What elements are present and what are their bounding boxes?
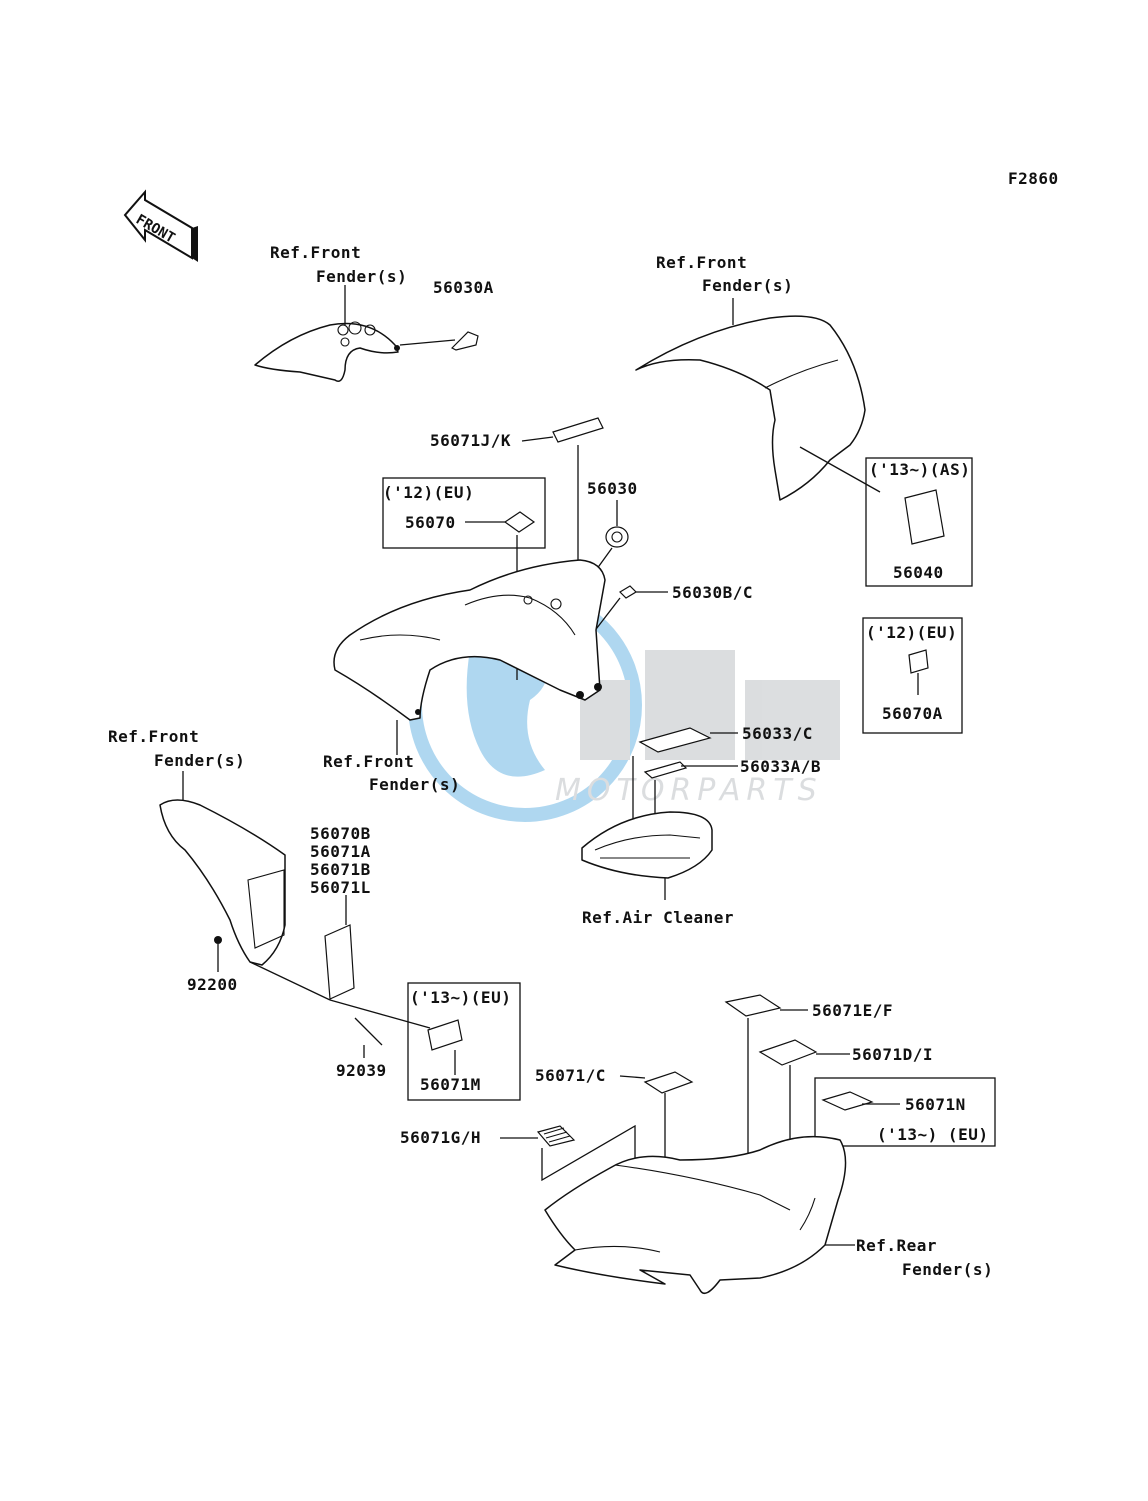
decal-56030BC xyxy=(619,585,637,599)
label-ref-front-fender-3b: Fender(s) xyxy=(369,775,460,794)
label-92039: 92039 xyxy=(336,1061,387,1080)
label-56030BC: 56030B/C xyxy=(672,583,753,602)
label-box-12eu-b: ('12)(EU) xyxy=(866,623,957,642)
label-56071JK: 56071J/K xyxy=(430,431,511,450)
label-box-12eu-a: ('12)(EU) xyxy=(383,483,474,502)
label-56033AB: 56033A/B xyxy=(740,757,821,776)
label-ref-front-fender-2b: Fender(s) xyxy=(702,276,793,295)
watermark-text: MOTORPARTS xyxy=(555,773,823,808)
box-13eu-56071M xyxy=(407,982,521,1101)
label-56071N: 56071N xyxy=(905,1095,966,1114)
label-56071DI: 56071D/I xyxy=(852,1045,933,1064)
fastener-92039 xyxy=(354,1017,383,1046)
label-ref-front-fender-2a: Ref.Front xyxy=(656,253,747,272)
decal-56040 xyxy=(904,489,945,545)
decal-56070 xyxy=(503,511,536,533)
label-56071A: 56071A xyxy=(310,842,371,861)
decal-56070B xyxy=(324,924,355,1000)
decal-56033AB xyxy=(643,761,688,779)
label-56071M: 56071M xyxy=(420,1075,481,1094)
label-ref-front-fender-3a: Ref.Front xyxy=(323,752,414,771)
labels: Ref.Front Fender(s) 56030A Ref.Front Fen… xyxy=(108,243,993,1279)
decal-56071C xyxy=(643,1071,694,1094)
decal-56070A xyxy=(908,649,929,674)
label-56030A: 56030A xyxy=(433,278,494,297)
label-box-13eu-b: ('13~) (EU) xyxy=(877,1125,988,1144)
label-56071GH: 56071G/H xyxy=(400,1128,481,1147)
label-56071L: 56071L xyxy=(310,878,371,897)
label-ref-front-fender-4a: Ref.Front xyxy=(108,727,199,746)
box-12eu-56070A xyxy=(862,617,963,734)
decal-56071N xyxy=(821,1091,874,1111)
front-fender-upper-right xyxy=(635,315,866,501)
front-fender-lower-left xyxy=(159,799,286,966)
label-ref-rear-fender-a: Ref.Rear xyxy=(856,1236,937,1255)
label-56070A: 56070A xyxy=(882,704,943,723)
label-ref-rear-fender-b: Fender(s) xyxy=(902,1260,993,1279)
box-13eu-56071N xyxy=(814,1077,996,1147)
rear-fender xyxy=(544,1135,847,1295)
front-fender-center xyxy=(333,559,606,721)
box-12eu-56070 xyxy=(382,477,546,549)
front-fender-upper-left xyxy=(254,321,400,382)
clip-92200 xyxy=(214,936,222,944)
front-arrow-icon: FRONT xyxy=(123,189,198,262)
label-ref-front-fender-1a: Ref.Front xyxy=(270,243,361,262)
decal-56071JK xyxy=(552,417,604,443)
label-56040: 56040 xyxy=(893,563,944,582)
label-ref-front-fender-4b: Fender(s) xyxy=(154,751,245,770)
decal-56071GH xyxy=(536,1125,576,1147)
label-92200: 92200 xyxy=(187,975,238,994)
label-56033C: 56033/C xyxy=(742,724,813,743)
figure-code: F2860 xyxy=(1008,169,1059,188)
label-ref-air-cleaner: Ref.Air Cleaner xyxy=(582,908,734,927)
decal-56071DI xyxy=(758,1039,818,1066)
air-cleaner-cover xyxy=(581,811,713,879)
label-56071B: 56071B xyxy=(310,860,371,879)
label-ref-front-fender-1b: Fender(s) xyxy=(316,267,407,286)
decal-56033C xyxy=(638,727,712,753)
box-13as-56040 xyxy=(865,457,973,587)
label-box-13eu-a: ('13~)(EU) xyxy=(410,988,511,1007)
label-56070B: 56070B xyxy=(310,824,371,843)
decal-56071EF xyxy=(724,994,782,1017)
decal-56071M xyxy=(427,1019,463,1051)
decal-56030A xyxy=(450,331,479,351)
label-56071C: 56071/C xyxy=(535,1066,606,1085)
label-56070: 56070 xyxy=(405,513,456,532)
label-56071EF: 56071E/F xyxy=(812,1001,893,1020)
label-56030: 56030 xyxy=(587,479,638,498)
label-box-13as: ('13~)(AS) xyxy=(869,460,970,479)
washer-56030 xyxy=(605,526,629,548)
